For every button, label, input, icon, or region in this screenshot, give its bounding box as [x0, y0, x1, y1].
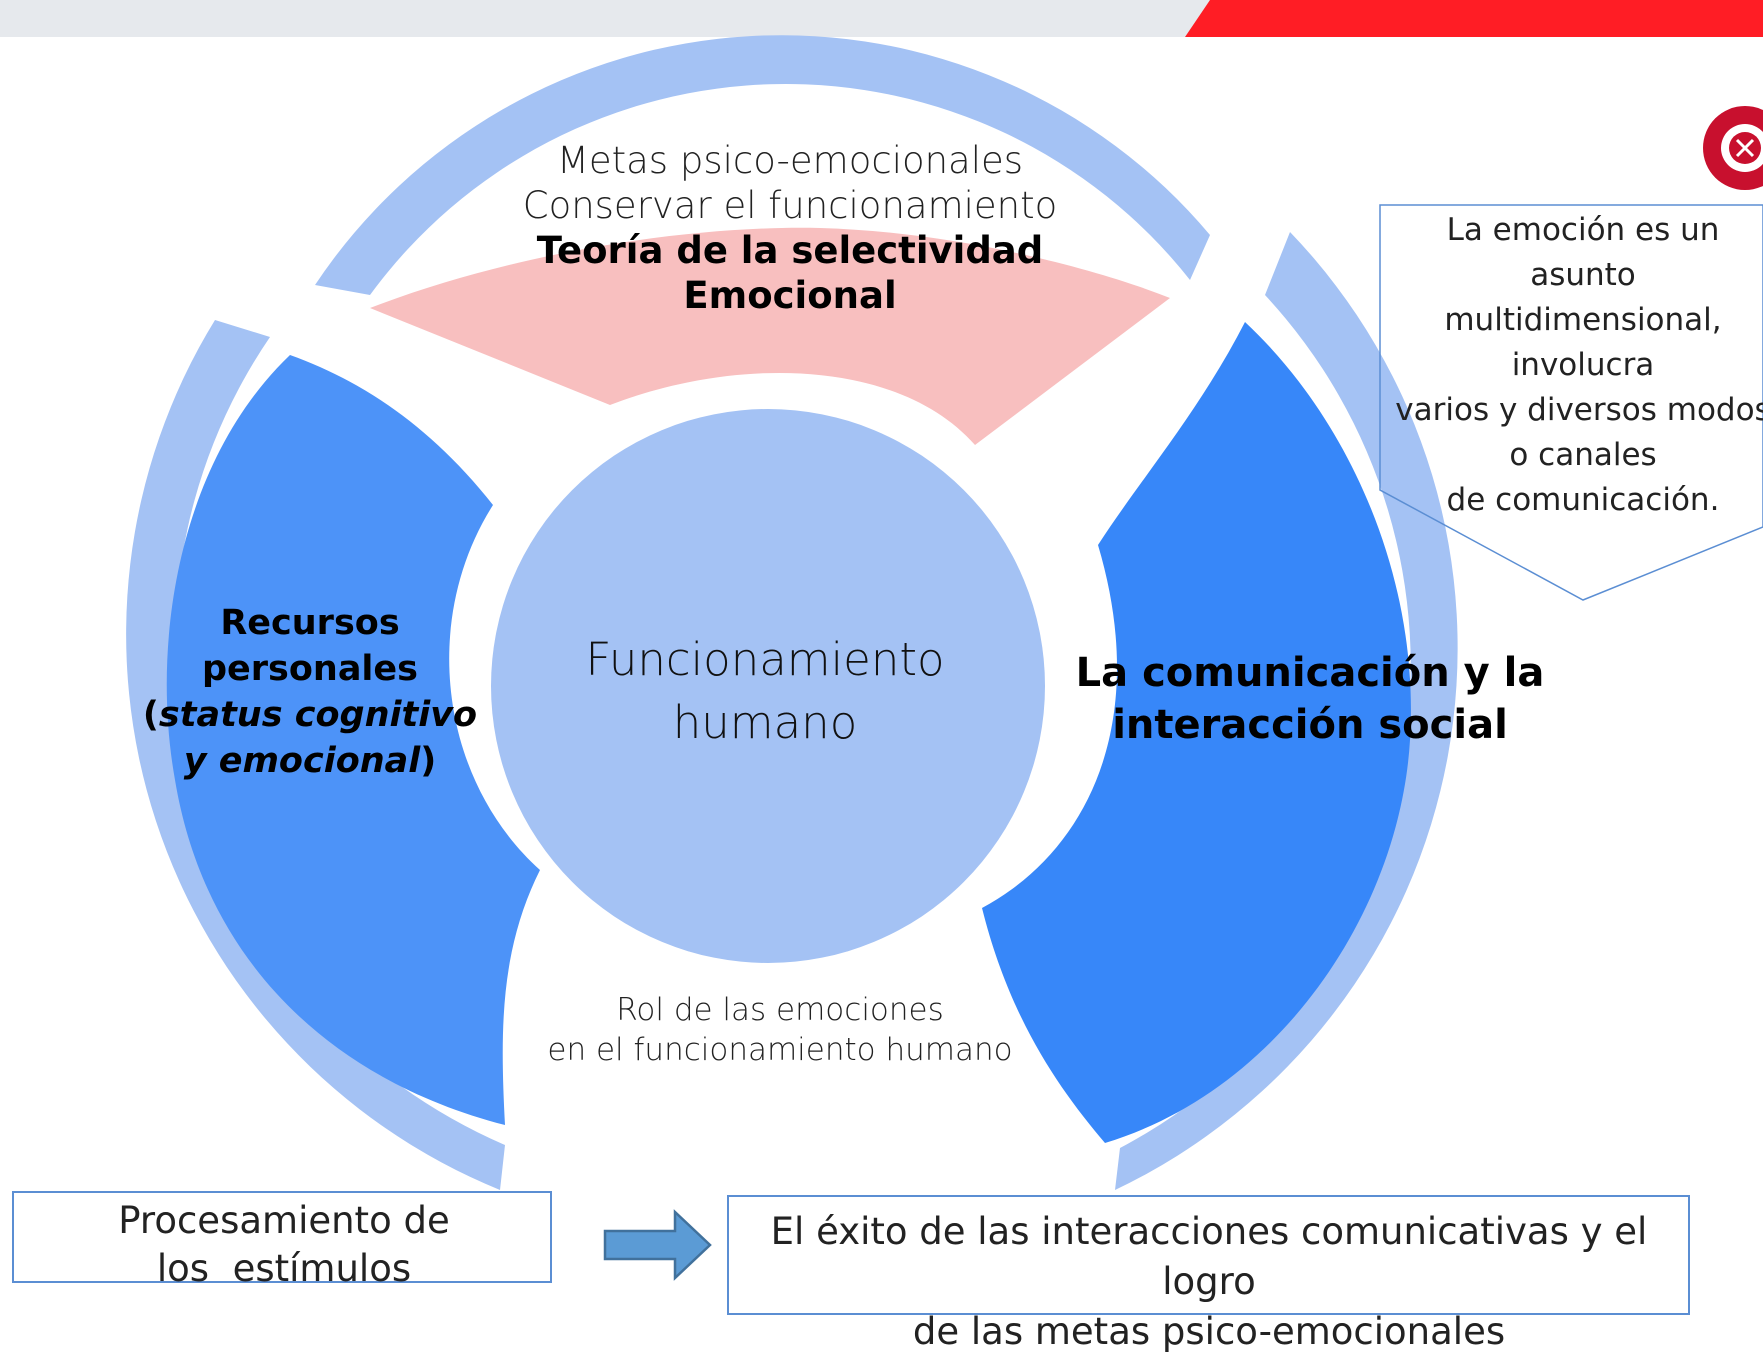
outcome-text: El éxito de las interacciones comunicati…	[729, 1207, 1689, 1357]
logo-seal-icon	[1703, 106, 1763, 190]
resources-open-paren: (	[142, 695, 159, 735]
callout-line: involucra	[1511, 347, 1655, 383]
outcome-box: El éxito de las interacciones comunicati…	[727, 1195, 1690, 1353]
resources-close-paren: )	[420, 741, 437, 781]
communication-line-2: interacción social	[1112, 702, 1508, 748]
left-segment	[166, 355, 540, 1125]
stimulus-text: Procesamiento de los estímulos	[14, 1197, 554, 1293]
theory-line-1: Teoría de la selectividad	[536, 229, 1044, 272]
stimulus-line-1: Procesamiento de	[118, 1199, 450, 1242]
stimulus-box: Procesamiento de los estímulos	[12, 1191, 552, 1290]
resources-line-3: (status cognitivo	[140, 692, 480, 738]
communication-line-1: La comunicación y la	[1075, 650, 1545, 696]
theory-line-2: Emocional	[683, 274, 897, 317]
stimulus-line-2: los estímulos	[156, 1247, 412, 1290]
goals-label: Metas psico-emocionales Conservar el fun…	[430, 138, 1150, 318]
role-line-2: en el funcionamiento humano	[547, 1032, 1013, 1068]
outcome-line-2: de las metas psico-emocionales	[912, 1310, 1506, 1353]
right-segment	[982, 322, 1411, 1143]
red-corner-banner	[1185, 0, 1763, 37]
outer-ring-right	[1115, 232, 1458, 1190]
outer-ring-top	[315, 35, 1210, 296]
callout-line: varios y diversos modos	[1395, 392, 1763, 428]
right-arrow-icon	[603, 1209, 712, 1281]
center-label: Funcionamiento humano	[520, 628, 1010, 754]
callout-text: La emoción es un asunto multidimensional…	[1388, 208, 1763, 523]
callout-shape	[1379, 204, 1763, 601]
communication-label: La comunicación y la interacción social	[1060, 647, 1560, 751]
goals-line-2: Conservar el funcionamiento	[522, 184, 1058, 227]
callout-line: multidimensional,	[1444, 302, 1722, 338]
resources-line-4: y emocional)	[140, 738, 480, 784]
resources-emotional-text: y emocional	[183, 741, 421, 781]
callout-line: de comunicación.	[1446, 482, 1720, 518]
goals-line-1: Metas psico-emocionales	[556, 139, 1024, 182]
cycle-diagram	[126, 0, 1763, 1281]
role-caption: Rol de las emociones en el funcionamient…	[520, 990, 1040, 1070]
center-line-2: humano	[672, 696, 858, 749]
callout-line: La emoción es un	[1446, 212, 1720, 248]
resources-line-2: personales	[201, 649, 419, 689]
resources-label: Recursos personales (status cognitivo y …	[140, 600, 480, 784]
outcome-line-1: El éxito de las interacciones comunicati…	[770, 1210, 1648, 1303]
resources-status-text: status cognitivo	[158, 695, 478, 735]
center-line-1: Funcionamiento	[585, 633, 945, 686]
center-circle	[491, 409, 1045, 963]
resources-line-1: Recursos	[220, 603, 400, 643]
callout-line: asunto	[1530, 257, 1636, 293]
role-line-1: Rol de las emociones	[616, 992, 944, 1028]
callout-line: o canales	[1509, 437, 1657, 473]
top-segment	[370, 227, 1170, 445]
